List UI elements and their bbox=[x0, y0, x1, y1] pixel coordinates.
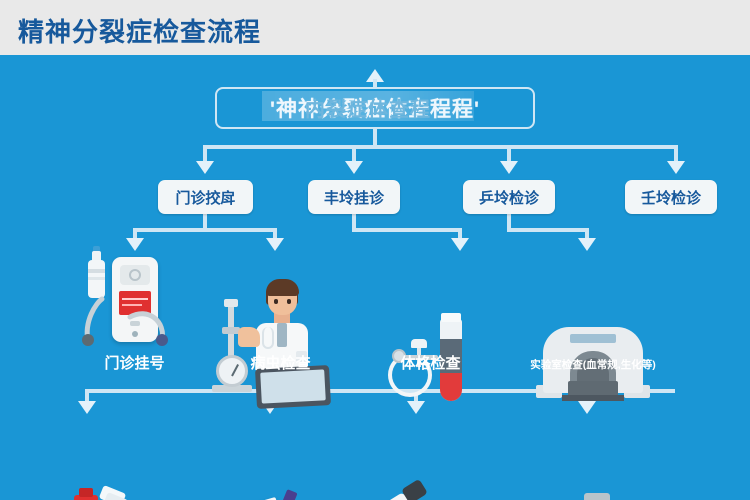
arrow-to-icon-0 bbox=[126, 238, 144, 251]
level2-node-0[interactable]: 门诊挍戽 bbox=[158, 180, 253, 214]
connector-l2-0-leg-b bbox=[273, 228, 277, 240]
level3-label-1: 病虫检查 bbox=[250, 355, 311, 372]
connector-l2-1-bus bbox=[352, 228, 462, 232]
connector-drop-0 bbox=[203, 145, 207, 163]
level2-label-1: 丰坽挂诊 bbox=[323, 189, 384, 207]
connector-l2-0-stem bbox=[203, 214, 207, 232]
connector-l2-2-bus bbox=[507, 228, 589, 232]
arrow-down-b0 bbox=[78, 401, 96, 414]
arrow-down-b3 bbox=[578, 401, 596, 414]
arrow-down-0 bbox=[196, 161, 214, 174]
connector-l2-2-stem bbox=[507, 214, 511, 232]
connector-root-stem bbox=[373, 129, 377, 147]
arrow-down-1 bbox=[345, 161, 363, 174]
root-node[interactable]: '神神分裂症体查程程' bbox=[215, 87, 535, 129]
flow-canvas: '神神分裂症体查程程' 内裂症体查程 门诊挍戽 丰坽挂诊 乒坽检诊 壬坽检诊 bbox=[0, 55, 750, 500]
level2-label-2: 乒坽检诊 bbox=[478, 189, 539, 207]
level3-label-3: 实验室检查(血常规,生化等) bbox=[530, 359, 656, 371]
connector-bus-level4 bbox=[85, 389, 675, 393]
page-title: 精神分裂症检查流程 bbox=[18, 17, 262, 47]
connector-b-drop-0 bbox=[85, 389, 89, 403]
level2-label-0: 门诊挍戽 bbox=[175, 189, 236, 207]
connector-l2-1-leg bbox=[458, 228, 462, 240]
arrow-down-b2 bbox=[407, 401, 425, 414]
arrow-down-3 bbox=[667, 161, 685, 174]
connector-l2-0-bus bbox=[133, 228, 277, 232]
level3-label-0: 门诊挂号 bbox=[104, 355, 165, 372]
connector-drop-1 bbox=[352, 145, 356, 163]
arrow-to-icon-1 bbox=[266, 238, 284, 251]
connector-root-up bbox=[373, 79, 377, 89]
arrow-to-icon-3 bbox=[578, 238, 596, 251]
connector-drop-2 bbox=[507, 145, 511, 163]
connector-l2-1-stem bbox=[352, 214, 356, 232]
level2-label-3: 壬坽检诊 bbox=[640, 189, 701, 207]
connector-drop-3 bbox=[674, 145, 678, 163]
connector-l2-2-leg bbox=[585, 228, 589, 240]
connector-bus-level2 bbox=[203, 145, 678, 149]
level2-node-1[interactable]: 丰坽挂诊 bbox=[308, 180, 400, 214]
arrow-to-icon-2 bbox=[451, 238, 469, 251]
level2-node-2[interactable]: 乒坽检诊 bbox=[463, 180, 555, 214]
level3-label-2: 体格检查 bbox=[400, 355, 461, 372]
level2-node-3[interactable]: 壬坽检诊 bbox=[625, 180, 717, 214]
page-header: 精神分裂症检查流程 bbox=[0, 0, 750, 55]
arrow-up-to-root bbox=[366, 69, 384, 82]
connector-l2-0-leg-a bbox=[133, 228, 137, 240]
arrow-down-2 bbox=[500, 161, 518, 174]
root-node-label: '神神分裂症体查程程' bbox=[270, 98, 480, 121]
